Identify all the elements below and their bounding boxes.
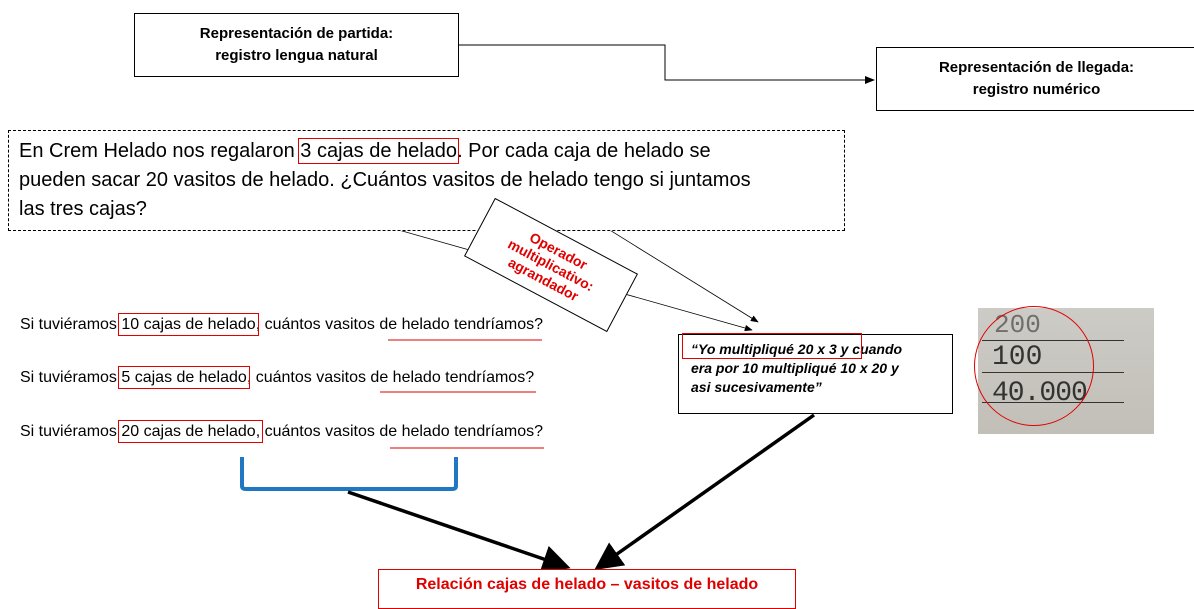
question-under: vasitos de helado xyxy=(316,369,441,386)
arrow-quote-to-result xyxy=(594,413,816,571)
end-box-line2: registro numérico xyxy=(972,81,1101,98)
result-label: Relación cajas de helado – vasitos de he… xyxy=(415,576,759,593)
problem-text-2: . Por cada caja de helado se xyxy=(457,140,711,162)
handwritten-work-photo: 200 100 40.000 xyxy=(974,306,1154,434)
question-pre: Si tuviéramos xyxy=(20,316,122,333)
question-under: vasitos de helado xyxy=(325,316,450,333)
question-post: tendríamos? xyxy=(449,316,543,333)
end-box-line1: Representación de llegada: xyxy=(938,59,1135,76)
quote-line3: asi sucesivamente” xyxy=(691,379,822,395)
blue-bracket xyxy=(240,457,458,491)
problem-vasitos: 20 vasitos de helado xyxy=(145,169,330,191)
question-pre: Si tuviéramos xyxy=(20,423,122,440)
end-representation-box: Representación de llegada: registro numé… xyxy=(876,47,1194,111)
question-post: tendríamos? xyxy=(449,423,544,440)
question-boxed: 10 cajas de helado xyxy=(118,313,259,336)
question-boxed: 5 cajas de helado xyxy=(118,366,250,389)
problem-statement-box: En Crem Helado nos regalaron 3 cajas de … xyxy=(8,130,845,231)
question-under: vasitos de helado xyxy=(325,423,450,440)
result-relation-box: Relación cajas de helado – vasitos de he… xyxy=(378,569,796,609)
arrow-bracket-to-result xyxy=(347,490,571,573)
question-mid: , cuántos xyxy=(246,369,317,386)
question-mid: , cuántos xyxy=(255,316,326,333)
problem-text-5: las tres cajas? xyxy=(19,198,147,220)
quote-red-highlight xyxy=(682,333,862,359)
quote-line1: “Yo multipliqué 20 x 3 y cuando xyxy=(691,340,940,359)
question-mid: cuántos xyxy=(260,423,326,440)
question-pre: Si tuviéramos xyxy=(20,369,122,386)
question-line-1: Si tuviéramos 10 cajas de helado, cuánto… xyxy=(20,313,543,336)
red-circle-icon xyxy=(974,306,1094,426)
quote-line2: era por 10 multipliqué 10 x 20 y xyxy=(691,360,899,376)
start-representation-box: Representación de partida: registro leng… xyxy=(134,13,459,77)
student-quote-box: “Yo multipliqué 20 x 3 y cuando era por … xyxy=(678,333,953,414)
question-line-3: Si tuviéramos 20 cajas de helado, cuánto… xyxy=(20,420,544,443)
elbow-connector xyxy=(459,44,875,84)
problem-text-3: pueden sacar xyxy=(19,169,146,191)
question-boxed: 20 cajas de helado, xyxy=(118,420,264,443)
quote-line1-text: “Yo multipliqué 20 x 3 y cuando xyxy=(691,341,903,357)
question-post: tendríamos? xyxy=(440,369,535,386)
problem-highlight-cajas: 3 cajas de helado xyxy=(298,138,460,164)
question-line-2: Si tuviéramos 5 cajas de helado, cuántos… xyxy=(20,366,535,389)
problem-text-4: . ¿Cuántos vasitos de helado tengo si ju… xyxy=(329,169,751,191)
problem-text-1: En Crem Helado nos regalaron xyxy=(19,140,301,162)
start-box-line2: registro lengua natural xyxy=(215,47,378,64)
start-box-line1: Representación de partida: xyxy=(199,25,394,42)
